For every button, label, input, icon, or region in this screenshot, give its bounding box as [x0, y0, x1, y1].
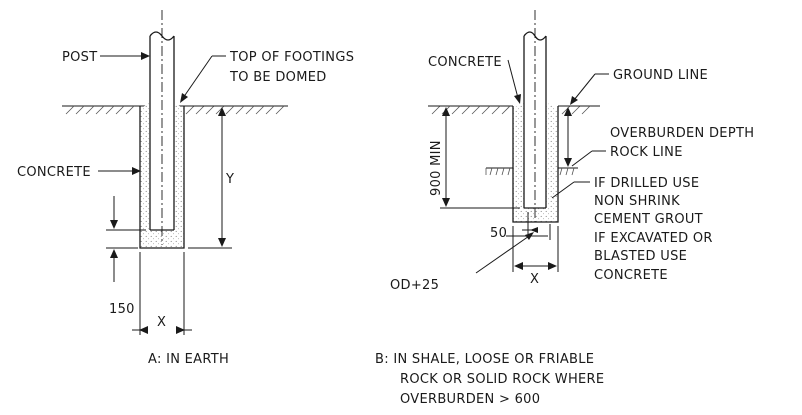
note-line-3: CEMENT GROUT [594, 212, 703, 227]
label-150: 150 [109, 302, 135, 317]
label-x-a: X [157, 315, 166, 330]
concrete-footing-b [513, 102, 558, 222]
label-50: 50 [490, 226, 507, 241]
label-ground-line: GROUND LINE [613, 68, 708, 83]
label-concrete-b: CONCRETE [428, 55, 502, 70]
concrete-footing-a [140, 102, 184, 248]
caption-b-line-2: ROCK OR SOLID ROCK WHERE [400, 372, 604, 387]
rock-line-b [485, 167, 578, 176]
note-grout: IF DRILLED USE NON SHRINK CEMENT GROUT I… [594, 176, 713, 283]
label-top-of-footings: TOP OF FOOTINGS [229, 50, 354, 65]
note-line-2: NON SHRINK [594, 194, 680, 209]
label-900-min: 900 MIN [429, 140, 444, 196]
label-x-b: X [530, 272, 539, 287]
detail-a: POST TOP OF FOOTINGS TO BE DOMED CONCRET… [17, 10, 354, 367]
detail-b: CONCRETE GROUND LINE OVERBURDEN DEPTH RO… [375, 10, 754, 407]
note-line-1: IF DRILLED USE [594, 176, 699, 191]
note-line-5: BLASTED USE [594, 249, 687, 264]
label-y: Y [225, 172, 234, 187]
label-od-25: OD+25 [390, 278, 439, 293]
caption-b-line-3: OVERBURDEN > 600 [400, 392, 540, 407]
label-concrete-a: CONCRETE [17, 165, 91, 180]
caption-a: A: IN EARTH [148, 352, 229, 367]
label-overburden-depth: OVERBURDEN DEPTH [610, 126, 754, 141]
caption-b-line-1: B: IN SHALE, LOOSE OR FRIABLE [375, 352, 594, 367]
label-post: POST [62, 50, 97, 65]
post-a [149, 10, 175, 245]
label-to-be-domed: TO BE DOMED [229, 70, 327, 85]
note-line-4: IF EXCAVATED OR [594, 231, 713, 246]
post-b [523, 10, 547, 222]
label-rock-line: ROCK LINE [610, 145, 683, 160]
note-line-6: CONCRETE [594, 268, 668, 283]
